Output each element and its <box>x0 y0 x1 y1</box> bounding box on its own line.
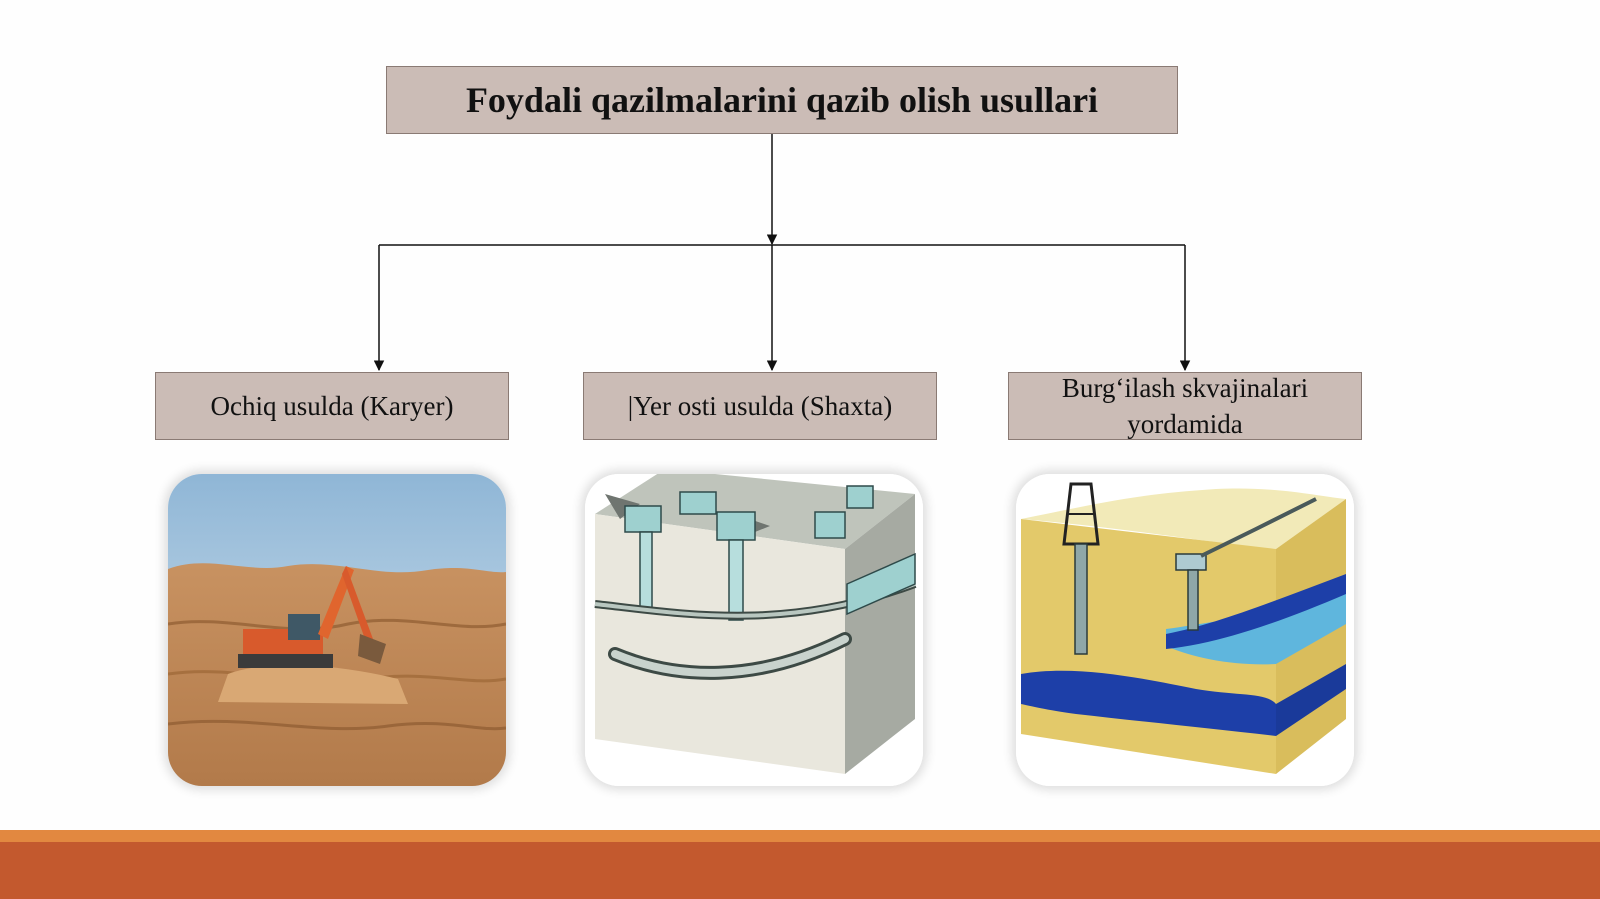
method-label-shaxta: |Yer osti usulda (Shaxta) <box>627 391 893 421</box>
underground-mine-image <box>585 474 923 786</box>
method-label-karyer: Ochiq usulda (Karyer) <box>210 391 454 421</box>
footer-accent-bar <box>0 830 1600 842</box>
title-box: Foydali qazilmalarini qazib olish usulla… <box>386 66 1178 134</box>
drilling-wells-image <box>1016 474 1354 786</box>
method-box-burg: Burg‘ilash skvajinalari yordamida <box>1008 372 1362 440</box>
method-box-shaxta: |Yer osti usulda (Shaxta) <box>583 372 937 440</box>
diagram-title: Foydali qazilmalarini qazib olish usulla… <box>465 80 1099 120</box>
open-pit-excavator-image <box>168 474 506 786</box>
method-box-karyer: Ochiq usulda (Karyer) <box>155 372 509 440</box>
footer-bar <box>0 842 1600 899</box>
method-label-burg: Burg‘ilash skvajinalari yordamida <box>1061 373 1309 439</box>
